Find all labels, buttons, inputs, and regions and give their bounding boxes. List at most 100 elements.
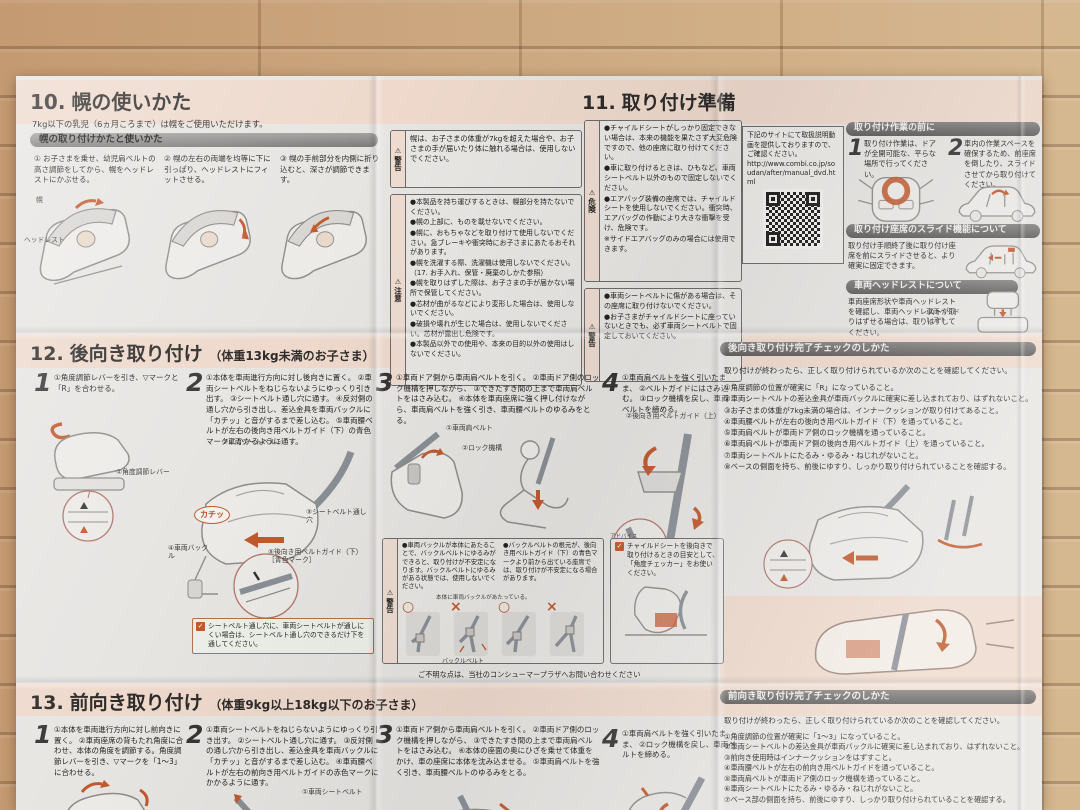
front-check-item: ②車両シートベルトの差込金具が車両バックルに確実に差し込まれており、はずれないこ… (724, 742, 1025, 752)
s12-step4-number: 4 (602, 368, 620, 397)
section13-title: 13.前向き取り付け （体重9kg以上18kg以下のお子さま） (30, 688, 424, 715)
advice-box: ✓ チャイルドシートを後向きで取り付けるときの目安として、「角度チェッカー」をお… (610, 538, 724, 664)
danger-tab-label: 危険 (587, 197, 597, 213)
buckle-ok-tile-2: ○ (498, 600, 536, 656)
front-check-header: 前向き取り付け完了チェックのしかた (720, 690, 1036, 705)
s12-step1-number: 1 (34, 368, 52, 397)
rear-check-item: ②車両シートベルトの差込金具が車両バックルに確実に差し込まれており、はずれないこ… (724, 394, 1033, 404)
section10-number: 10. (30, 90, 66, 114)
caution-tab-label: 注意 (393, 286, 403, 302)
warning-tab: ⚠ 警告 (391, 131, 406, 187)
s13-step1-partial-illustration (46, 776, 176, 810)
qr-finder-icon (766, 192, 780, 207)
caution-item: ●芯材が曲がるなどにより変形した場合は、使用しないでください。 (410, 299, 575, 318)
section10-title-text: 幌の使いかた (71, 90, 192, 114)
qr-finder-icon (806, 192, 820, 207)
hooded-seat-illustration-1 (30, 194, 148, 298)
section12-number: 12. (30, 343, 64, 365)
warning-tab: ⚠ 警告 (585, 289, 600, 381)
s12-step3-text: ①車両ドア側から車両肩ベルトを引く。 ②車両ドア側のロック機構を押しながら、 ③… (396, 373, 600, 425)
s13-step2-partial-illustration (212, 790, 372, 810)
front-check-item: ④車両腰ベルトが左右の前向き用ベルトガイドを通っていること。 (724, 763, 939, 773)
s12-step1-text: ①角度調節レバーを引き、▽マークと「R」を合わせる。 (54, 373, 179, 393)
buckle-ng-tile-2: × (546, 600, 584, 656)
seatbelt-slot-note-text: シートベルト通し穴に、車両シートベルトが通しにくい場合は、シートベルト通し穴ので… (208, 622, 365, 649)
s13-step1-text: ①本体を車両進行方向に対し前向きに置く。 ②車両座席の背もたれ角度に合わせ、本体… (54, 725, 184, 777)
danger-tab: ⚠ 危険 (585, 121, 600, 281)
video-qr-box: 下記のサイトにて取扱説明動画を提供しておりますので、ご確認ください。 http:… (742, 126, 844, 264)
front-check-item: ⑤車両肩ベルトが車両ドア側のロック機構を通っていること。 (724, 773, 925, 783)
caution-item: ●幌を取りはずした際は、お子さまの手が届かない場所で保管してください。 (410, 279, 575, 297)
hooded-seat-illustration-3 (272, 194, 384, 298)
rear-check-item: ③お子さまの体重が7kg未満の場合は、インナークッションが取り付けてあること。 (724, 405, 1003, 415)
caution-item: ●幌に、おもちゃなどを取り付けて使用しないでください。急ブレーキや衝突時にお子さ… (410, 228, 576, 257)
s13-step4-number: 4 (602, 724, 620, 753)
car-top-view-illustration (852, 172, 940, 224)
qr-finder-icon (766, 232, 780, 247)
rear-belt-guide-lower-label: ⑤後向き用ベルトガイド（下）［青色マーク］ (268, 548, 360, 565)
buckle-ng-tile: × (450, 600, 488, 656)
rear-check-item: ⑧ベースの側面を持ち、前後にゆすり、しっかり取り付けられていることを確認する。 (724, 461, 1011, 471)
rear-check-illustration (758, 480, 1018, 594)
manual-sheet: 10.幌の使いかた 7kg以下の乳児（6ヵ月ころまで）は幌をご使用いただけます。… (16, 76, 1042, 810)
caution-item: ●本製品を持ち運びするときは、幌部分を持たないでください。 (410, 198, 575, 216)
front-check-list: ①角度調節の位置が確実に「1～3」になっていること。 ②車両シートベルトの差込金… (724, 732, 1040, 805)
check-icon: ✓ (196, 622, 205, 631)
caution-item: ●幌を洗濯する際、洗濯機は使用しないでください。（17. お手入れ、保管・廃棄の… (410, 258, 575, 277)
danger-item: ●車に取り付けるときは、ひもなど、車両シートベルト以外のもので固定しないでくださ… (604, 164, 737, 192)
caution-item: ●本製品以外での使用や、本来の目的以外の使用はしないでください。 (410, 340, 575, 358)
section13-number: 13. (30, 692, 64, 714)
headrest-illustration (968, 290, 1034, 334)
warning-icon: ⚠ (386, 588, 394, 597)
advice-text: チャイルドシートを後向きで取り付けるときの目安として、「角度チェッカー」をお使い… (627, 542, 719, 577)
caution-tab: ⚠ 注意 (391, 195, 406, 385)
s13-vehicle-seatbelt-label: ①車両シートベルト (302, 788, 363, 796)
car-side-view-illustration-2 (960, 236, 1042, 282)
consumer-plaza-contact: ご不明な点は、当社のコンシューマープラザへお問い合わせください (418, 670, 641, 679)
danger-item: ●チャイルドシートがしっかり固定できない場合は、本来の機能を果たさず大変危険です… (604, 124, 737, 162)
section11-number: 11. (582, 92, 616, 114)
slide-function-text: 取り付け手順終了後に取り付け座席を前にスライドさせると、より確実に固定できます。 (848, 241, 956, 271)
warning-icon: ⚠ (394, 146, 402, 155)
vehicle-headrest-label: 車両ヘッドレスト (926, 308, 960, 325)
danger-item: ※サイドエアバッグのみの場合には使用できます。 (604, 234, 736, 253)
warning-icon: ⚠ (394, 277, 402, 286)
qr-box-url: http://www.combi.co.jp/soudan/after/manu… (747, 159, 836, 186)
before-install-header: 取り付け作業の前に (846, 122, 1040, 136)
caution-item: ●破損や壊れが生じた場合は、使用しないでください。芯材が露出し危険です。 (410, 319, 568, 338)
vehicle-seatbelt-label: ②車両シートベルト (222, 438, 283, 446)
section13-subtitle: （体重9kg以上18kg以下のお子さま） (209, 698, 424, 712)
rear-check-item: ①角度調節の位置が確実に「R」になっていること。 (724, 383, 898, 392)
warning-tab-label: 警告 (393, 155, 403, 171)
buckle-belt-label: バックルベルト (442, 657, 484, 663)
ok-mark-icon: ○ (498, 598, 511, 615)
s12-step1-illustration (32, 414, 172, 542)
section13-title-text: 前向き取り付け (69, 692, 203, 714)
front-check-item: ⑦ベース部の側面を持ち、前後にゆすり、しっかり取り付けられていることを確認する。 (724, 794, 1010, 804)
section10-step2: ② 幌の左右の両端を均等に下に引っぱり、ヘッドレストにフィットさせる。 (164, 154, 271, 185)
s12-step2-number: 2 (186, 368, 204, 397)
buckle-contact-label: 本体に車両バックルがあたっている。 (436, 594, 531, 601)
s13-step1-number: 1 (34, 720, 52, 749)
lock-mechanism-label: ②ロック機構 (462, 444, 503, 452)
before-step1-number: 1 (848, 136, 864, 161)
s13-step4-partial-illustration (612, 776, 732, 810)
section10-warning-box: ⚠ 警告 幌は、お子さまの体重が7kgを超えた場合や、お子さまの手が届いたり体に… (390, 130, 582, 188)
warning-tab: ⚠ 警告 (383, 539, 398, 663)
ng-mark-icon: × (450, 598, 462, 615)
rear-check-base-illustration (786, 600, 1026, 680)
section10-subheader: 幌の取り付けかたと使いかた (30, 133, 378, 148)
ok-mark-icon: ○ (402, 598, 415, 615)
seatbelt-slot-note: ✓ シートベルト通し穴に、車両シートベルトが通しにくい場合は、シートベルト通し穴… (192, 618, 374, 654)
rear-check-item: ④車両腰ベルトが左右の後向き用ベルトガイド（下）を通っていること。 (724, 416, 967, 426)
section11-title-text: 取り付け準備 (621, 92, 736, 114)
headrest-label: ヘッドレスト (24, 236, 65, 244)
before-step2-text: 車内の作業スペースを確保するため、前座席を倒したり、スライドさせてから取り付けて… (964, 139, 1036, 189)
before-step2-number: 2 (948, 136, 964, 161)
s13-step3-text: ①車両ドア側から車両肩ベルトを引く。 ②車両ドア側のロック機構を押しながら、 ③… (396, 725, 600, 777)
section10-warning-text: 幌は、お子さまの体重が7kgを超えた場合や、お子さまの手が届いたり体に触れる場合… (410, 134, 576, 164)
vehicle-headrest-header: 車両ヘッドレストについて (846, 280, 1018, 294)
check-icon: ✓ (615, 542, 624, 551)
rear-check-item: ⑦車両シートベルトにたるみ・ゆるみ・ねじれがないこと。 (724, 450, 923, 460)
